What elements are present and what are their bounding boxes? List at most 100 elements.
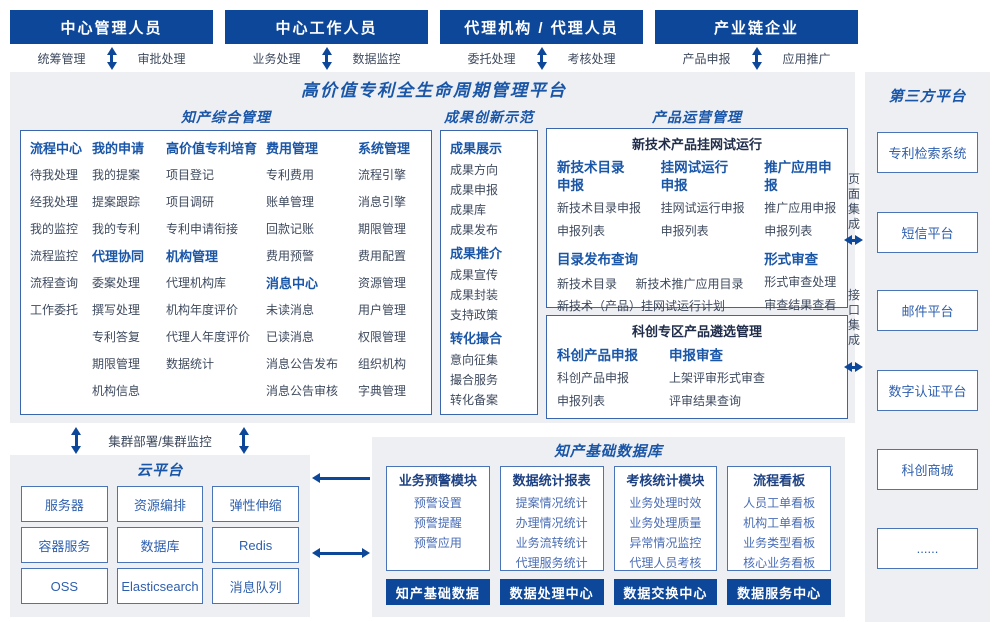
menu-item: 流程监控 bbox=[30, 249, 79, 263]
role-action-right: 数据监控 bbox=[352, 51, 401, 66]
menu-item: 流程查询 bbox=[30, 276, 79, 290]
menu-group-header: 机构管理 bbox=[166, 249, 219, 264]
third-party-system-box: 专利检索系统 bbox=[877, 132, 978, 173]
db-module-items: 提案情况统计 办理情况统计 业务流转统计 代理服务统计 bbox=[501, 493, 603, 573]
role-actions: 业务处理 数据监控 bbox=[225, 45, 428, 71]
menu-group-items: 待我处理 经我处理 我的监控 流程监控 流程查询 bbox=[30, 162, 92, 324]
menu-group-items: 意向征集 撮合服务 转化备案 bbox=[450, 350, 528, 410]
menu-item: 预警提醒 bbox=[413, 516, 462, 530]
ip-database-panel: 知产基础数据库 业务预警模块 预警设置 预警提醒 预警应用 数据统计报表 bbox=[372, 437, 845, 617]
cluster-label: 集群部署/集群监控 bbox=[108, 435, 212, 449]
db-module-box: 考核统计模块 业务处理时效 业务处理质量 异常情况监控 代理人员考核 bbox=[613, 466, 718, 571]
catalog-query-group: 目录发布查询 新技术目录 新技术推广应用目录 新技术（产品）挂网试运行计划 bbox=[557, 247, 764, 317]
menu-group: 费用管理 专利费用 账单管理 回款记账 bbox=[266, 135, 358, 270]
section-title: 成果创新示范 bbox=[444, 109, 534, 125]
cloud-service-box: Redis bbox=[212, 527, 299, 563]
db-service-bars: 知产基础数据 数据处理中心 数据交换中心 数据服务中心 bbox=[386, 579, 831, 605]
menu-group-items: 委案处理 撰写处理 专利答复 期限管理 机构信息 bbox=[92, 270, 166, 405]
menu-group-header: 目录发布查询 bbox=[557, 252, 638, 267]
platform-sections: 知产综合管理 流程中心 待我处理 bbox=[20, 106, 848, 419]
menu-item: 资源管理 bbox=[358, 276, 407, 290]
menu-item: 已读消息 bbox=[266, 330, 315, 344]
menu-group: 推广应用申报 推广应用申报 申报列表 bbox=[764, 156, 837, 243]
menu-item: 未读消息 bbox=[266, 303, 315, 317]
ip-database-title: 知产基础数据库 bbox=[554, 444, 663, 460]
db-module-header: 数据统计报表 bbox=[512, 473, 591, 488]
menu-item: 账单管理 bbox=[266, 195, 315, 209]
menu-group-items: 挂网试运行申报 申报列表 bbox=[661, 197, 765, 243]
menu-item: 人员工单看板 bbox=[743, 496, 816, 510]
menu-item: 新技术推广应用目录 bbox=[635, 277, 744, 291]
menu-item: 费用预警 bbox=[266, 249, 315, 263]
third-party-system-box: 数字认证平台 bbox=[877, 370, 978, 411]
db-module-header: 流程看板 bbox=[753, 473, 806, 488]
menu-item: 期限管理 bbox=[92, 357, 141, 371]
menu-item: 回款记账 bbox=[266, 222, 315, 236]
menu-item: 成果发布 bbox=[450, 223, 499, 237]
menu-item: 权限管理 bbox=[358, 330, 407, 344]
menu-item: 代理服务统计 bbox=[515, 556, 588, 570]
db-module-box: 业务预警模块 预警设置 预警提醒 预警应用 bbox=[386, 466, 490, 571]
menu-group: 消息中心 未读消息 已读消息 消息公告发布 bbox=[266, 270, 358, 405]
menu-column: 我的申请 我的提案 提案跟踪 我的专利 bbox=[92, 135, 166, 410]
menu-group-header: 高价值专利培育 bbox=[166, 141, 258, 156]
menu-item: 意向征集 bbox=[450, 353, 499, 367]
menu-item: 成果封装 bbox=[450, 288, 499, 302]
vertical-double-arrow-icon bbox=[750, 46, 763, 70]
menu-group-header: 系统管理 bbox=[358, 141, 411, 156]
tech-trial-title: 新技术产品挂网试运行 bbox=[631, 137, 762, 152]
menu-item: 项目调研 bbox=[166, 195, 215, 209]
cloud-service-box: 资源编排 bbox=[116, 486, 204, 522]
menu-group-items: 流程引擎 消息引擎 期限管理 费用配置 资源管理 bbox=[358, 162, 422, 405]
menu-item: 支持政策 bbox=[450, 308, 499, 322]
sci-select-title: 科创专区产品遴选管理 bbox=[631, 324, 762, 339]
db-service-bar: 数据服务中心 bbox=[727, 579, 831, 605]
product-ops-body: 新技术产品挂网试运行 新技术目录 申报 新技术目录申报 bbox=[546, 128, 848, 419]
role-title-bar: 中心工作人员 bbox=[225, 10, 428, 44]
menu-column: 高价值专利培育 项目登记 项目调研 专利申请衔接 bbox=[166, 135, 266, 410]
menu-item: 专利答复 bbox=[92, 330, 141, 344]
menu-item: 委案处理 bbox=[92, 276, 141, 290]
tech-trial-box: 新技术产品挂网试运行 新技术目录 申报 新技术目录申报 bbox=[546, 128, 848, 313]
menu-group: 科创产品申报 科创产品申报 申报列表 bbox=[557, 343, 669, 413]
user-roles-row: 中心管理人员 统筹管理 审批处理 中心工作人员 业务处理 数据监控 代理机构 /… bbox=[10, 10, 858, 71]
db-module-items: 人员工单看板 机构工单看板 业务类型看板 核心业务看板 bbox=[728, 493, 830, 573]
menu-item: 提案情况统计 bbox=[515, 496, 588, 510]
db-columns: 业务预警模块 预警设置 预警提醒 预警应用 数据统计报表 提案情况统 bbox=[386, 466, 831, 571]
menu-item: 我的监控 bbox=[30, 222, 79, 236]
menu-item: 用户管理 bbox=[358, 303, 407, 317]
menu-item: 新技术目录申报 bbox=[557, 201, 642, 215]
menu-item: 字典管理 bbox=[358, 384, 407, 398]
menu-item: 工作委托 bbox=[30, 303, 79, 317]
cloud-services-grid: 服务器 资源编排 弹性伸缩 容器服务 数据库 Redis OSS Elastic… bbox=[21, 486, 299, 604]
menu-group-header: 科创产品申报 bbox=[557, 348, 638, 363]
horizontal-double-arrow-icon bbox=[844, 361, 863, 373]
menu-column: 流程中心 待我处理 经我处理 我的监控 bbox=[30, 135, 92, 410]
db-service-bar: 知产基础数据 bbox=[386, 579, 490, 605]
third-party-panel: 第三方平台 专利检索系统 短信平台 邮件平台 数字认证平台 科创商城 .....… bbox=[865, 72, 990, 622]
role-title-bar: 代理机构 / 代理人员 bbox=[440, 10, 643, 44]
menu-group-header: 我的申请 bbox=[92, 141, 145, 156]
menu-item: 专利费用 bbox=[266, 168, 315, 182]
menu-group: 我的申请 我的提案 提案跟踪 我的专利 bbox=[92, 135, 166, 243]
menu-item: 消息公告审核 bbox=[266, 384, 339, 398]
menu-group-items: 新技术目录申报 申报列表 bbox=[557, 197, 661, 243]
menu-item: 代理人年度评价 bbox=[166, 330, 251, 344]
menu-group: 系统管理 流程引擎 消息引擎 期限管理 bbox=[358, 135, 422, 405]
menu-group-items: 推广应用申报 申报列表 bbox=[764, 197, 837, 243]
sci-select-box: 科创专区产品遴选管理 科创产品申报 科创产品申报 bbox=[546, 315, 848, 419]
section-title: 知产综合管理 bbox=[181, 109, 271, 125]
formal-review-group: 形式审查 形式审查处理 审查结果查看 bbox=[764, 247, 837, 317]
role-action-right: 应用推广 bbox=[782, 51, 831, 66]
menu-item: 数据统计 bbox=[166, 357, 215, 371]
menu-group: 转化撮合 意向征集 撮合服务 转化备案 bbox=[450, 327, 528, 410]
menu-item: 异常情况监控 bbox=[629, 536, 702, 550]
menu-group-items: 成果宣传 成果封装 支持政策 bbox=[450, 265, 528, 325]
menu-group-header: 申报审查 bbox=[669, 348, 723, 363]
role-actions: 产品申报 应用推广 bbox=[655, 45, 858, 71]
menu-item: 业务类型看板 bbox=[743, 536, 816, 550]
menu-group-header: 转化撮合 bbox=[450, 331, 503, 346]
db-module-box: 流程看板 人员工单看板 机构工单看板 业务类型看板 核心业务看板 bbox=[727, 466, 831, 571]
role-action-left: 委托处理 bbox=[467, 51, 516, 66]
third-party-system-box: 邮件平台 bbox=[877, 290, 978, 331]
